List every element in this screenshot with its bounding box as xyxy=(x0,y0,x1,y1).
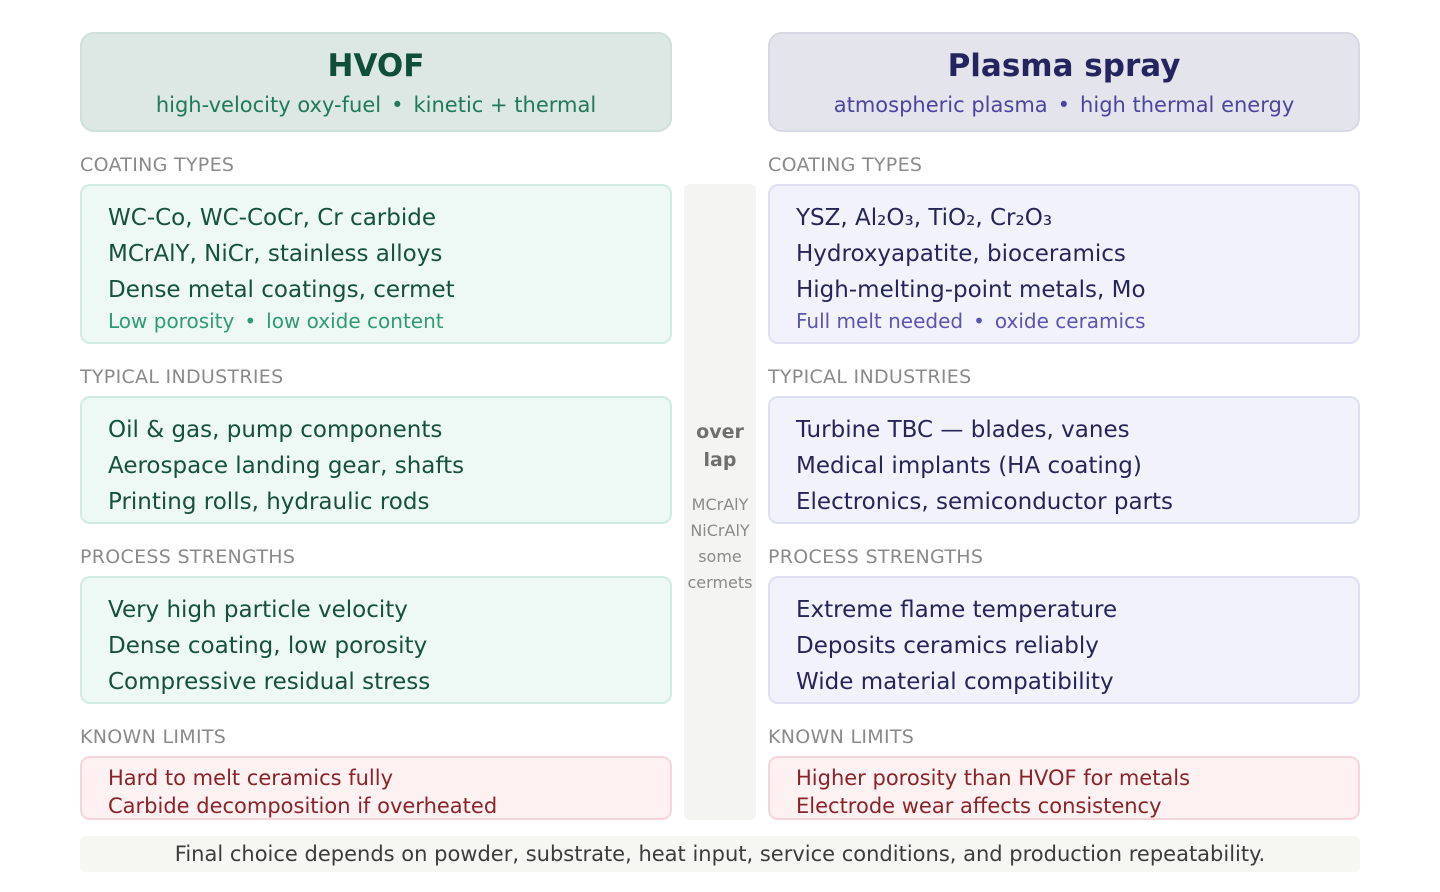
plasma-subtitle-b: high thermal energy xyxy=(1080,93,1295,117)
plasma-note-b: oxide ceramics xyxy=(994,309,1146,333)
hvof-coating-label: COATING TYPES xyxy=(80,154,235,176)
plasma-header: Plasma spray atmospheric plasma • high the… xyxy=(768,32,1360,132)
hvof-subtitle-a: high-velocity oxy-fuel xyxy=(155,93,382,117)
hvof-subtitle: high-velocity oxy-fuel • kinetic + thermal xyxy=(82,90,670,120)
plasma-coating-line: Hydroxyapatite, bioceramics xyxy=(796,241,1126,267)
separator-dot: • xyxy=(973,309,985,333)
overlap-materials: MCrAlY NiCrAlY some cermets xyxy=(684,492,756,596)
hvof-limits-box: Hard to melt ceramics fully Carbide deco… xyxy=(80,756,672,820)
overlap-title: over lap xyxy=(684,418,756,474)
plasma-strengths-label: PROCESS STRENGTHS xyxy=(768,546,984,568)
plasma-strengths-box: Extreme flame temperature Deposits ceram… xyxy=(768,576,1360,704)
hvof-strength-line: Very high particle velocity xyxy=(108,597,408,623)
hvof-strengths-box: Very high particle velocity Dense coatin… xyxy=(80,576,672,704)
hvof-industries-box: Oil & gas, pump components Aerospace lan… xyxy=(80,396,672,524)
overlap-column: over lap MCrAlY NiCrAlY some cermets xyxy=(684,184,756,820)
hvof-title: HVOF xyxy=(327,48,425,84)
plasma-limits-label: KNOWN LIMITS xyxy=(768,726,915,748)
hvof-strength-line: Dense coating, low porosity xyxy=(108,633,428,659)
separator-dot: • xyxy=(391,93,404,117)
hvof-note-a: Low porosity xyxy=(108,309,235,333)
hvof-industry-line: Printing rolls, hydraulic rods xyxy=(108,489,430,515)
hvof-coating-line: Dense metal coatings, cermet xyxy=(108,277,455,303)
hvof-strength-line: Compressive residual stress xyxy=(108,669,431,695)
hvof-coating-box: WC-Co, WC-CoCr, Cr carbide MCrAlY, NiCr,… xyxy=(80,184,672,344)
overlap-material: some xyxy=(698,547,742,566)
hvof-limit-line: Hard to melt ceramics fully xyxy=(108,766,394,790)
plasma-industries-box: Turbine TBC — blades, vanes Medical impl… xyxy=(768,396,1360,524)
hvof-limit-line: Carbide decomposition if overheated xyxy=(108,794,498,818)
plasma-subtitle-a: atmospheric plasma xyxy=(833,93,1048,117)
hvof-note-b: low oxide content xyxy=(266,309,444,333)
separator-dot: • xyxy=(1057,93,1071,117)
hvof-strengths-label: PROCESS STRENGTHS xyxy=(80,546,296,568)
plasma-industries-label: TYPICAL INDUSTRIES xyxy=(768,366,972,388)
hvof-subtitle-b: kinetic + thermal xyxy=(413,93,597,117)
plasma-strength-line: Wide material compatibility xyxy=(796,669,1114,695)
plasma-title: Plasma spray xyxy=(947,48,1181,84)
plasma-coating-note: Full melt needed • oxide ceramics xyxy=(796,308,1358,334)
plasma-limits-box: Higher porosity than HVOF for metals Ele… xyxy=(768,756,1360,820)
separator-dot: • xyxy=(244,309,257,333)
hvof-coating-line: WC-Co, WC-CoCr, Cr carbide xyxy=(108,205,436,231)
plasma-industry-line: Turbine TBC — blades, vanes xyxy=(796,417,1130,443)
hvof-header: HVOF high-velocity oxy-fuel • kinetic + th… xyxy=(80,32,672,132)
plasma-industry-line: Medical implants (HA coating) xyxy=(796,453,1142,479)
overlap-title-a: over xyxy=(696,421,744,443)
plasma-limit-line: Electrode wear affects consistency xyxy=(796,794,1162,818)
overlap-material: NiCrAlY xyxy=(690,521,750,540)
plasma-industry-line: Electronics, semiconductor parts xyxy=(796,489,1174,515)
plasma-subtitle: atmospheric plasma • high thermal energy xyxy=(770,90,1358,120)
overlap-material: cermets xyxy=(687,573,753,592)
plasma-coating-label: COATING TYPES xyxy=(768,154,923,176)
footer-note: Final choice depends on powder, substrat… xyxy=(80,836,1360,872)
hvof-industries-label: TYPICAL INDUSTRIES xyxy=(80,366,284,388)
plasma-coating-line: YSZ, Al₂O₃, TiO₂, Cr₂O₃ xyxy=(796,205,1053,231)
plasma-strength-line: Deposits ceramics reliably xyxy=(796,633,1099,659)
hvof-limits-label: KNOWN LIMITS xyxy=(80,726,227,748)
plasma-limit-line: Higher porosity than HVOF for metals xyxy=(796,766,1191,790)
plasma-coating-line: High-melting-point metals, Mo xyxy=(796,277,1146,303)
plasma-coating-box: YSZ, Al₂O₃, TiO₂, Cr₂O₃ Hydroxyapatite, … xyxy=(768,184,1360,344)
hvof-industry-line: Oil & gas, pump components xyxy=(108,417,443,443)
overlap-material: MCrAlY xyxy=(691,495,749,514)
plasma-strength-line: Extreme flame temperature xyxy=(796,597,1118,623)
hvof-coating-line: MCrAlY, NiCr, stainless alloys xyxy=(108,241,443,267)
overlap-title-b: lap xyxy=(703,449,737,471)
plasma-note-a: Full melt needed xyxy=(796,309,964,333)
hvof-coating-note: Low porosity • low oxide content xyxy=(108,308,670,334)
hvof-industry-line: Aerospace landing gear, shafts xyxy=(108,453,465,479)
